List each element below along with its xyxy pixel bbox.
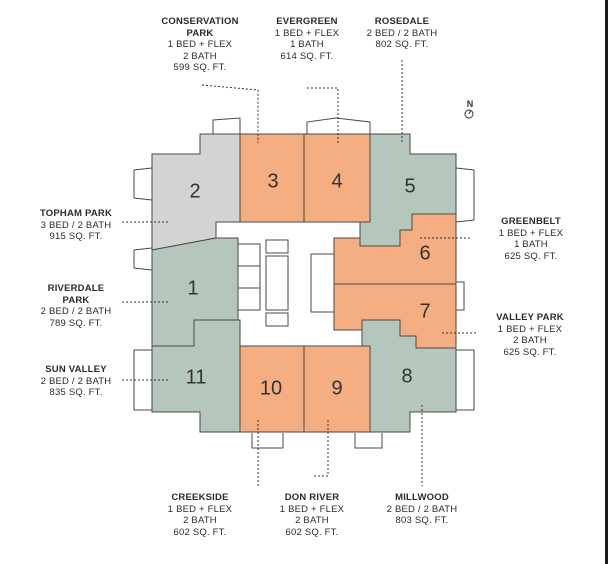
- unit-1[interactable]: [151, 237, 239, 347]
- label-sun-valley: SUN VALLEY 2 BED / 2 BATH 835 SQ. FT.: [28, 364, 124, 399]
- unit-number-10: 10: [260, 377, 282, 399]
- label-riverdale-park: RIVERDALE PARK 2 BED / 2 BATH 789 SQ. FT…: [30, 283, 122, 329]
- label-bed: 1 BED + FLEX: [274, 27, 340, 39]
- label-valley-park: VALLEY PARK 1 BED + FLEX 2 BATH 625 SQ. …: [484, 312, 576, 358]
- label-area: 789 SQ. FT.: [49, 317, 103, 329]
- label-creekside: CREEKSIDE 1 BED + FLEX 2 BATH 602 SQ. FT…: [154, 492, 246, 538]
- label-name: TOPHAM PARK: [39, 208, 113, 219]
- label-name: VALLEY PARK: [496, 312, 564, 323]
- label-bed-bath: 2 BED / 2 BATH: [386, 503, 458, 515]
- label-bath: 2 BATH: [183, 50, 217, 62]
- unit-number-6: 6: [419, 242, 430, 264]
- label-area: 802 SQ. FT.: [375, 39, 429, 50]
- label-name: PARK: [62, 294, 90, 306]
- label-bath: 2 BATH: [295, 515, 329, 526]
- label-area: 915 SQ. FT.: [49, 231, 103, 242]
- north-compass-icon: N: [464, 99, 474, 119]
- label-bed-bath: 2 BED / 2 BATH: [366, 27, 438, 39]
- unit-number-1: 1: [187, 277, 198, 299]
- label-area: 625 SQ. FT.: [504, 250, 558, 262]
- label-area: 602 SQ. FT.: [285, 526, 339, 538]
- label-name: RIVERDALE: [47, 283, 105, 294]
- label-name: SUN VALLEY: [45, 364, 107, 375]
- label-name: CREEKSIDE: [171, 492, 229, 503]
- unit-number-3: 3: [267, 170, 278, 192]
- unit-number-5: 5: [404, 175, 415, 197]
- label-rosedale: ROSEDALE 2 BED / 2 BATH 802 SQ. FT.: [356, 16, 448, 51]
- label-don-river: DON RIVER 1 BED + FLEX 2 BATH 602 SQ. FT…: [266, 492, 358, 538]
- leader-lines: [122, 60, 476, 486]
- label-name: DON RIVER: [284, 492, 340, 503]
- label-bath: 1 BATH: [514, 239, 548, 250]
- label-bed-bath: 2 BED / 2 BATH: [40, 306, 112, 317]
- label-evergreen: EVERGREEN 1 BED + FLEX 1 BATH 614 SQ. FT…: [262, 16, 352, 62]
- building-core: [237, 239, 335, 327]
- label-millwood: MILLWOOD 2 BED / 2 BATH 803 SQ. FT.: [376, 492, 468, 527]
- label-topham-park: TOPHAM PARK 3 BED / 2 BATH 915 SQ. FT.: [28, 208, 124, 243]
- label-bed: 1 BED + FLEX: [498, 227, 564, 239]
- label-conservation-park: CONSERVATION PARK 1 BED + FLEX 2 BATH 59…: [150, 16, 250, 74]
- label-bath: 2 BATH: [513, 335, 547, 346]
- label-bed: 1 BED + FLEX: [279, 503, 345, 515]
- label-bed-bath: 3 BED / 2 BATH: [40, 219, 112, 231]
- unit-number-8: 8: [401, 365, 412, 387]
- label-bath: 1 BATH: [290, 39, 324, 50]
- label-area: 614 SQ. FT.: [280, 50, 334, 62]
- label-area: 602 SQ. FT.: [173, 526, 227, 538]
- unit-numbers: 2 3 4 5 6 1 7 11 10 9 8: [186, 170, 431, 399]
- label-bed: 1 BED + FLEX: [497, 323, 563, 335]
- label-name: ROSEDALE: [374, 16, 430, 27]
- label-name: CONSERVATION: [161, 16, 239, 27]
- unit-number-7: 7: [419, 300, 430, 322]
- label-name: GREENBELT: [501, 216, 561, 227]
- label-bed-bath: 2 BED / 2 BATH: [40, 375, 112, 387]
- unit-number-2: 2: [189, 180, 200, 202]
- label-area: 625 SQ. FT.: [503, 346, 557, 358]
- label-area: 835 SQ. FT.: [49, 387, 103, 398]
- label-bed: 1 BED + FLEX: [167, 39, 233, 50]
- label-name: EVERGREEN: [276, 16, 338, 27]
- unit-6[interactable]: [333, 213, 457, 285]
- label-bath: 2 BATH: [183, 515, 217, 526]
- label-greenbelt: GREENBELT 1 BED + FLEX 1 BATH 625 SQ. FT…: [486, 216, 576, 262]
- label-area: 599 SQ. FT.: [173, 62, 227, 73]
- unit-number-11: 11: [186, 366, 207, 388]
- label-name: PARK: [186, 27, 214, 39]
- unit-number-9: 9: [331, 377, 342, 399]
- label-name: MILLWOOD: [395, 492, 449, 503]
- label-area: 803 SQ. FT.: [395, 515, 449, 526]
- label-bed: 1 BED + FLEX: [167, 503, 233, 515]
- page-edge-divider: [605, 0, 608, 564]
- svg-text:N: N: [467, 99, 474, 109]
- unit-number-4: 4: [331, 170, 342, 192]
